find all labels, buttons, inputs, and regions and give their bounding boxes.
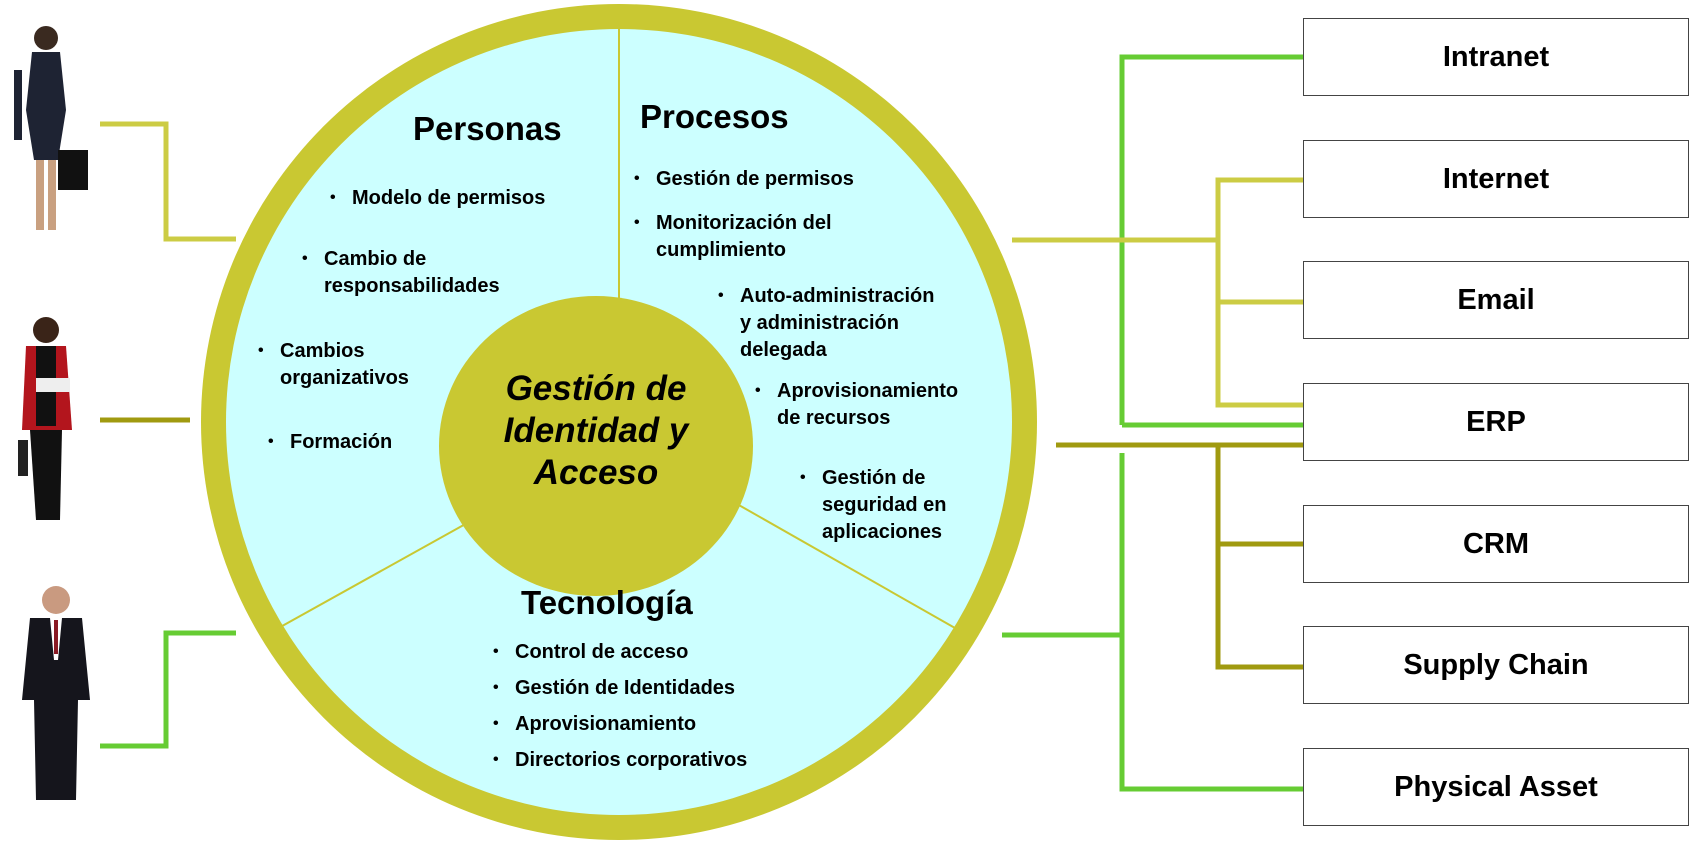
center-title-line3: Acceso — [533, 453, 659, 492]
tecnologia-item: Aprovisionamiento — [493, 710, 696, 738]
tecnologia-title: Tecnología — [521, 584, 693, 621]
system-box-physical-asset: Physical Asset — [1303, 748, 1689, 826]
connector-person3 — [100, 630, 236, 749]
procesos-item-cont: delegada — [740, 339, 827, 361]
procesos-item-cont: aplicaciones — [822, 521, 943, 543]
procesos-item-cont: de recursos — [777, 407, 891, 429]
center-title-line2: Identidad y — [503, 411, 689, 450]
procesos-title: Procesos — [640, 98, 789, 135]
procesos-item: Auto-administración — [718, 282, 934, 310]
connector-green-physical — [1119, 453, 1303, 792]
procesos-item: Monitorización del — [634, 209, 832, 237]
center-title: Gestión de Identidad y Acceso — [471, 368, 721, 494]
connector-person1 — [100, 121, 236, 242]
system-box-crm: CRM — [1303, 505, 1689, 583]
connector-olive-supply — [1215, 445, 1303, 670]
procesos-item-cont: cumplimiento — [656, 239, 787, 261]
system-box-supply-chain: Supply Chain — [1303, 626, 1689, 704]
procesos-item: Gestión de — [800, 464, 925, 492]
system-box-email: Email — [1303, 261, 1689, 339]
personas-item: Formación — [268, 428, 392, 456]
center-title-line1: Gestión de — [505, 369, 687, 408]
procesos-item: Gestión de permisos — [634, 165, 854, 193]
personas-item-cont: organizativos — [280, 367, 409, 389]
tecnologia-item: Control de acceso — [493, 638, 688, 666]
connector-yellow-internet — [1215, 177, 1303, 408]
tecnologia-item: Gestión de Identidades — [493, 674, 735, 702]
system-box-erp: ERP — [1303, 383, 1689, 461]
personas-item: Cambio de — [302, 245, 426, 273]
person-man — [22, 586, 90, 800]
personas-item: Cambios — [258, 337, 364, 365]
procesos-item-cont: seguridad en — [822, 494, 947, 516]
system-box-internet: Internet — [1303, 140, 1689, 218]
person-woman-1 — [14, 26, 88, 230]
divider-left — [274, 516, 479, 631]
personas-item-cont: responsabilidades — [324, 275, 500, 297]
personas-item: Modelo de permisos — [330, 184, 545, 212]
center-hub — [439, 296, 753, 596]
person-woman-2 — [18, 317, 72, 520]
connector-green-intranet — [1119, 54, 1303, 425]
system-box-intranet: Intranet — [1303, 18, 1689, 96]
procesos-item: Aprovisionamiento — [755, 377, 958, 405]
divider-right — [729, 499, 963, 633]
tecnologia-item: Directorios corporativos — [493, 746, 747, 774]
procesos-item-cont: y administración — [740, 312, 899, 334]
personas-title: Personas — [413, 110, 562, 147]
